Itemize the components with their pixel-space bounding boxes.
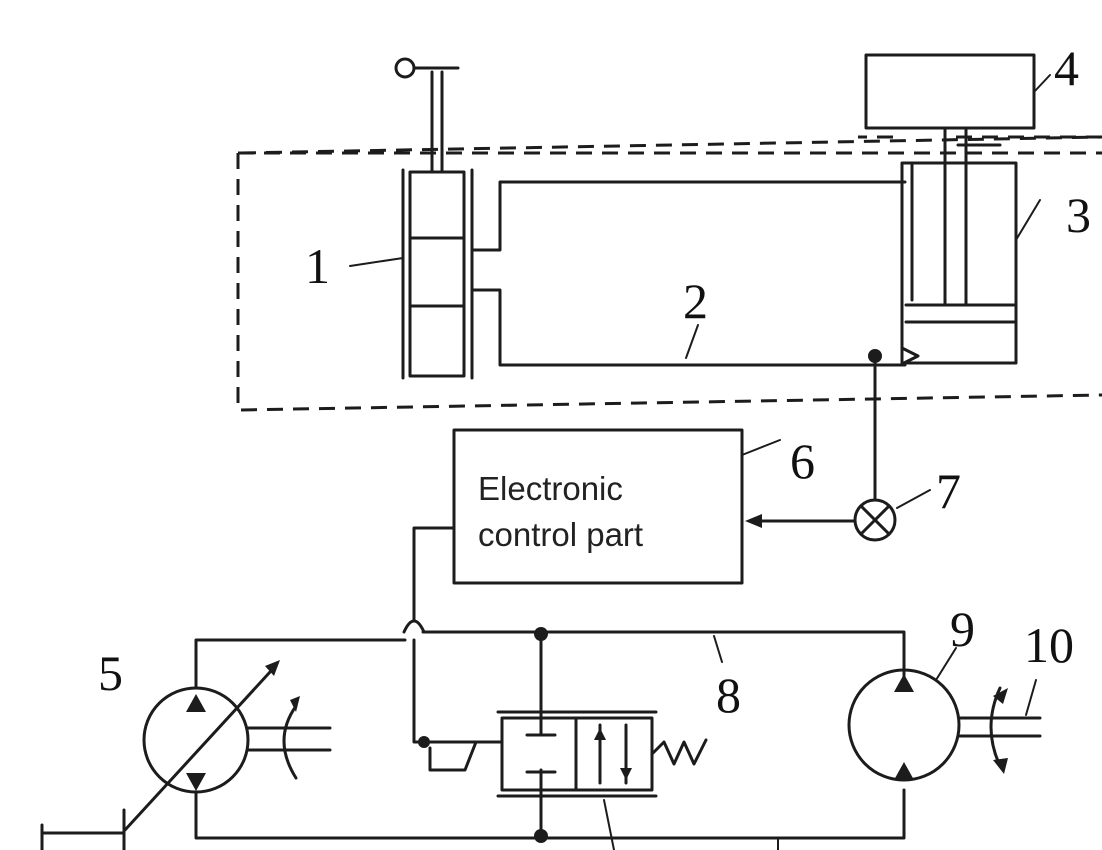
system-boundary [236, 135, 1102, 412]
pressure-line-top [194, 627, 906, 722]
label-9: 9 [950, 601, 975, 657]
label-1: 1 [305, 238, 330, 294]
hydraulic-motor [847, 647, 961, 782]
load-block [864, 53, 1051, 130]
label-2: 2 [683, 273, 708, 329]
label-10: 10 [1024, 617, 1074, 673]
manual-control-valve [349, 57, 474, 380]
label-5: 5 [98, 645, 123, 701]
label-7: 7 [936, 463, 961, 519]
proportional-valve [418, 710, 708, 798]
sensor-line [745, 356, 931, 542]
output-shaft [957, 679, 1042, 774]
electronic-control-box: Electronic control part [452, 428, 781, 585]
control-box-line1: Electronic [478, 470, 623, 507]
label-8: 8 [716, 667, 741, 723]
label-4: 4 [1054, 40, 1079, 96]
pressure-line-bottom [194, 768, 906, 850]
label-6: 6 [790, 433, 815, 489]
control-signal-line [402, 526, 456, 744]
variable-pump [40, 660, 332, 850]
actuator-cylinder [900, 128, 1041, 365]
control-box-line2: control part [478, 516, 643, 553]
label-3: 3 [1066, 187, 1091, 243]
